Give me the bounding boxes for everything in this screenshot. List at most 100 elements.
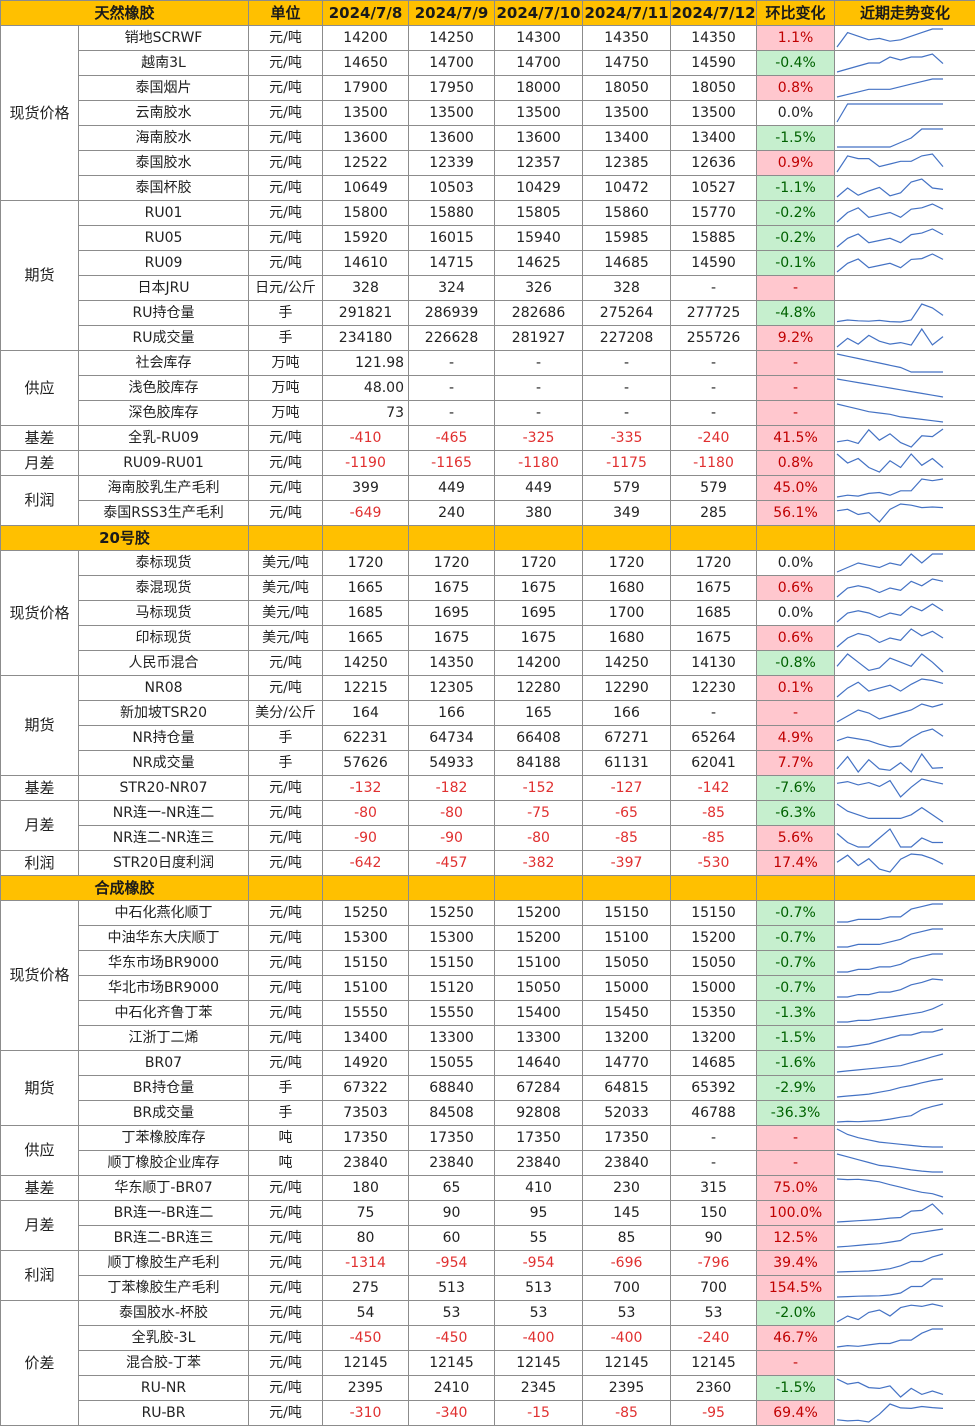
trend-line <box>837 1079 943 1097</box>
item-name: 华东顺丁-BR07 <box>79 1176 249 1201</box>
category-cell: 供应 <box>1 1126 79 1176</box>
value-cell: 17900 <box>323 76 409 101</box>
value-cell: 410 <box>495 1176 583 1201</box>
unit-cell: 元/吨 <box>249 1176 323 1201</box>
value-cell: 15250 <box>323 901 409 926</box>
change-cell: -0.7% <box>757 901 835 926</box>
value-cell: 150 <box>671 1201 757 1226</box>
unit-cell: 元/吨 <box>249 76 323 101</box>
value-cell: 14770 <box>583 1051 671 1076</box>
change-cell: - <box>757 1351 835 1376</box>
trend-sparkline <box>835 1326 945 1350</box>
item-name: BR连一-BR连二 <box>79 1201 249 1226</box>
trend-sparkline-cell <box>835 1226 975 1251</box>
trend-line <box>837 304 943 322</box>
change-cell: - <box>757 701 835 726</box>
item-name: RU持仓量 <box>79 301 249 326</box>
item-name: BR持仓量 <box>79 1076 249 1101</box>
value-cell: 1675 <box>671 576 757 601</box>
trend-line <box>837 129 943 147</box>
band-cell <box>409 526 495 551</box>
trend-sparkline-cell <box>835 1376 975 1401</box>
trend-sparkline <box>835 901 945 925</box>
value-cell: -696 <box>583 1251 671 1276</box>
value-cell: 230 <box>583 1176 671 1201</box>
value-cell: 15000 <box>583 976 671 1001</box>
value-cell: 73 <box>323 401 409 426</box>
value-cell: 14350 <box>671 26 757 51</box>
item-name: 江浙丁二烯 <box>79 1026 249 1051</box>
value-cell: 349 <box>583 501 671 526</box>
trend-line <box>837 329 943 347</box>
value-cell: 1695 <box>495 601 583 626</box>
unit-cell: 元/吨 <box>249 851 323 876</box>
unit-cell: 美分/公斤 <box>249 701 323 726</box>
value-cell: 84508 <box>409 1101 495 1126</box>
trend-sparkline-cell <box>835 976 975 1001</box>
item-name: RU01 <box>79 201 249 226</box>
value-cell: 62041 <box>671 751 757 776</box>
value-cell: 53 <box>583 1301 671 1326</box>
item-name: RU09-RU01 <box>79 451 249 476</box>
value-cell: -80 <box>495 826 583 851</box>
value-cell: 13500 <box>409 101 495 126</box>
item-name: 顺丁橡胶生产毛利 <box>79 1251 249 1276</box>
trend-sparkline-cell <box>835 76 975 101</box>
value-cell: 234180 <box>323 326 409 351</box>
value-cell: 52033 <box>583 1101 671 1126</box>
trend-sparkline <box>835 851 945 875</box>
trend-line <box>837 1204 943 1222</box>
trend-sparkline <box>835 1376 945 1400</box>
band-cell <box>671 526 757 551</box>
item-name: 深色胶库存 <box>79 401 249 426</box>
value-cell: 13400 <box>671 126 757 151</box>
trend-sparkline-cell <box>835 376 975 401</box>
change-cell: -1.5% <box>757 1376 835 1401</box>
unit-cell: 元/吨 <box>249 901 323 926</box>
trend-sparkline-cell <box>835 276 975 301</box>
value-cell: 1675 <box>671 626 757 651</box>
unit-cell: 元/吨 <box>249 976 323 1001</box>
section-header-row: 20号胶 <box>1 526 975 551</box>
value-cell: -649 <box>323 501 409 526</box>
value-cell: 84188 <box>495 751 583 776</box>
value-cell: 15770 <box>671 201 757 226</box>
trend-sparkline-cell <box>835 226 975 251</box>
value-cell: 14640 <box>495 1051 583 1076</box>
value-cell: 95 <box>495 1201 583 1226</box>
value-cell: 15150 <box>409 951 495 976</box>
trend-line <box>837 729 943 747</box>
value-cell: 227208 <box>583 326 671 351</box>
value-cell: 66408 <box>495 726 583 751</box>
trend-sparkline <box>835 1401 945 1425</box>
value-cell: 275 <box>323 1276 409 1301</box>
value-cell: 281927 <box>495 326 583 351</box>
value-cell: 54933 <box>409 751 495 776</box>
unit-header: 单位 <box>249 1 323 26</box>
item-name: 销地SCRWF <box>79 26 249 51</box>
trend-sparkline <box>835 1176 945 1200</box>
value-cell: 13200 <box>583 1026 671 1051</box>
trend-line <box>837 204 943 222</box>
value-cell: -400 <box>495 1326 583 1351</box>
unit-cell: 元/吨 <box>249 251 323 276</box>
section-title: 20号胶 <box>1 526 249 551</box>
change-cell: 12.5% <box>757 1226 835 1251</box>
value-cell: 12145 <box>409 1351 495 1376</box>
value-cell: 15400 <box>495 1001 583 1026</box>
trend-sparkline-cell <box>835 1001 975 1026</box>
unit-cell: 元/吨 <box>249 26 323 51</box>
value-cell: 380 <box>495 501 583 526</box>
value-cell: 449 <box>409 476 495 501</box>
